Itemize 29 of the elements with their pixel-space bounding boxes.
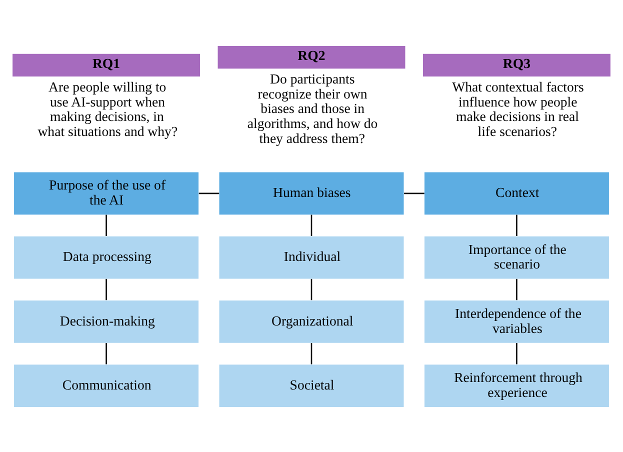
node-box: Purpose of the use of the AI xyxy=(14,172,199,214)
connector xyxy=(516,342,518,364)
node-box: Societal xyxy=(219,364,404,407)
node-box: Interdependence of the variables xyxy=(424,300,609,342)
connector xyxy=(106,342,107,364)
node-box: Organizational xyxy=(219,300,404,342)
node-label: What contextual factors influence how people make decisions in real life scenarios? xyxy=(452,79,584,138)
node-box: Individual xyxy=(219,236,404,278)
node-box: RQ2 xyxy=(218,45,406,68)
node-box: Reinforcement through experience xyxy=(424,364,609,407)
connector xyxy=(310,278,312,300)
connector xyxy=(404,192,424,194)
node-label: Are people willing to use AI-support when making decisions, in what situations and why? xyxy=(38,79,178,138)
node-box: RQ1 xyxy=(12,53,200,76)
connector xyxy=(310,342,312,364)
node-box: Context xyxy=(424,172,609,214)
connector xyxy=(106,214,107,236)
node-box: Communication xyxy=(14,364,199,407)
connector xyxy=(516,214,518,236)
node-box: Importance of the scenario xyxy=(424,236,609,278)
node-box: Decision-making xyxy=(14,300,199,342)
connector xyxy=(516,278,518,300)
node-box: Data processing xyxy=(14,236,199,278)
node-box: Human biases xyxy=(219,172,404,214)
node-box: RQ3 xyxy=(423,53,610,76)
connector xyxy=(198,192,220,194)
connector xyxy=(106,278,107,300)
node-label: Do participants recognize their own biases and those in algorithms, and how do they address them? xyxy=(247,71,378,146)
connector xyxy=(310,214,312,236)
